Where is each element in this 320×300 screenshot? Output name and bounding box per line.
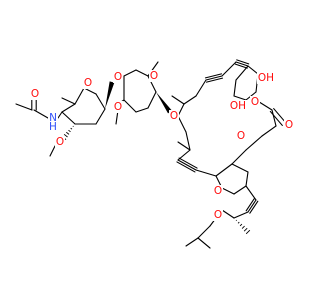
bond-sugar1-ring: [61, 103, 76, 113]
bond-macro-top: [195, 79, 207, 97]
bond-spiroketal-ring-2: [247, 199, 257, 213]
atom-sugar2-methoxy-oxygen: O: [114, 101, 122, 113]
bond-sugar2-ring: [123, 69, 137, 77]
bond-sugar1-glycoside: [105, 81, 115, 109]
bond-lactone-carbonyl: [269, 110, 283, 126]
bond-spiro-methyl: [245, 229, 251, 235]
atom-sugar1-methoxy-oxygen: O: [56, 136, 64, 148]
molecule-structure-canvas: O N H O O O O O O OH OH O O O O: [15, 59, 294, 249]
bond-macro-diene-1: [204, 73, 223, 79]
atom-spiroketal-oxygen-2: O: [214, 209, 222, 221]
bond-sugar2-ring: [135, 107, 149, 113]
atom-sugar1-ring-oxygen: O: [84, 77, 92, 89]
atom-hydroxyl-mid: OH: [230, 100, 246, 112]
bond-isopropyl-branch: [185, 237, 199, 247]
bond-macro-top: [221, 61, 237, 77]
atom-acetamide-oxygen: O: [31, 88, 39, 100]
bond-sugar1-methoxy: [72, 125, 74, 127]
bond-macro-bottom: [271, 109, 277, 127]
atom-glycosidic-oxygen-1: O: [114, 71, 122, 83]
bond-macro-bottom: [177, 115, 187, 133]
bond-macro-diene-2: [234, 63, 248, 69]
bond-spiro-methyl: [241, 225, 245, 229]
bond-acetyl-n: [33, 109, 49, 119]
bond-n-sugar1: [57, 111, 63, 119]
bond-macro-bottom: [215, 163, 233, 177]
bond-lactone-carbonyl: [273, 108, 287, 124]
bond-spiroketal-ring-1: [245, 171, 249, 187]
bond-macro-bottom: [195, 169, 217, 177]
bond-macro-top: [183, 95, 197, 105]
bond-macro-top: [235, 61, 249, 67]
bond-spiroketal-alkene: [249, 200, 259, 214]
bond-sugar2-ring: [147, 91, 157, 109]
bond-macro-diene-1: [205, 77, 224, 83]
bond-methoxy1-methyl: [49, 145, 56, 157]
bond-macro-diene-2: [236, 59, 250, 65]
atom-spiroketal-oxygen: O: [214, 185, 222, 197]
bond-isopropyl-branch: [197, 237, 211, 249]
bond-spiro-methyl: [239, 223, 243, 227]
bond-sugar1-methoxy: [66, 131, 70, 135]
bond-macro-bottom: [231, 149, 247, 165]
bond-spiroketal-ring-2: [221, 209, 235, 219]
bond-macro-alkene: [176, 161, 196, 173]
bond-macro-alkene: [178, 157, 198, 169]
bond-sugar1-methoxy: [63, 133, 68, 138]
bond-macro-top: [205, 75, 223, 81]
bond-furan-ring: [233, 79, 237, 97]
bond-sugar1-ring: [74, 87, 85, 105]
bond-spiro-methyl: [237, 221, 240, 224]
bond-macro-bottom: [245, 135, 263, 151]
bond-sugar2-ring: [135, 69, 149, 77]
atom-amide-hydrogen: H: [49, 121, 57, 133]
bond-layer: [15, 59, 287, 249]
bond-macro-bottom: [185, 131, 191, 151]
bond-sugar1-methyl: [61, 97, 76, 105]
bond-spiro-methyl: [243, 227, 248, 232]
bond-spiroketal-ring-1: [233, 185, 247, 195]
atom-amide-nitrogen: N: [49, 112, 57, 124]
atom-hydroxyl-top: OH: [258, 72, 274, 84]
bond-macro-methyl: [171, 95, 185, 105]
bond-sugar1-ring: [61, 111, 76, 125]
atom-sugar2-ring-oxygen: O: [150, 70, 158, 82]
bond-sugar1-ring: [95, 108, 106, 125]
atom-lactone-carbonyl-oxygen: O: [285, 119, 293, 131]
bond-acetyl-methyl: [15, 103, 33, 111]
bond-isopropyl-branch: [197, 225, 211, 239]
bond-sugar2-glycoside: [156, 92, 172, 114]
bond-sugar2-ring: [123, 99, 137, 113]
bond-spiroketal-ring-1: [231, 163, 249, 173]
bond-sugar1-ring: [95, 93, 106, 110]
bond-furan-ring: [247, 65, 259, 75]
atom-label-layer: O N H O O O O O O OH OH O O O O: [30, 70, 294, 221]
bond-spiroketal-ring-2: [245, 185, 257, 201]
bond-spiro-methyl: [235, 219, 237, 221]
bond-macro-bottom: [177, 159, 197, 171]
atom-furan-oxygen: O: [251, 96, 259, 108]
atom-lactone-ring-oxygen: O: [237, 130, 245, 142]
bond-furan-ring: [235, 65, 249, 81]
bond-macro-methyl-2: [177, 141, 191, 151]
molecule-svg: O N H O O O O O O OH OH O O O O: [15, 59, 294, 249]
bond-spiroketal-ring-1: [221, 187, 235, 195]
bond-sugar1-methoxy: [70, 127, 73, 130]
bond-macro-bottom: [261, 125, 277, 137]
bond-sugar1-methoxy: [68, 129, 71, 133]
bond-spiroketal-ring-2: [233, 211, 249, 219]
bond-spiroketal-alkene: [245, 198, 255, 212]
bond-furan-ring: [233, 95, 247, 101]
atom-glycosidic-oxygen-2: O: [170, 110, 178, 122]
